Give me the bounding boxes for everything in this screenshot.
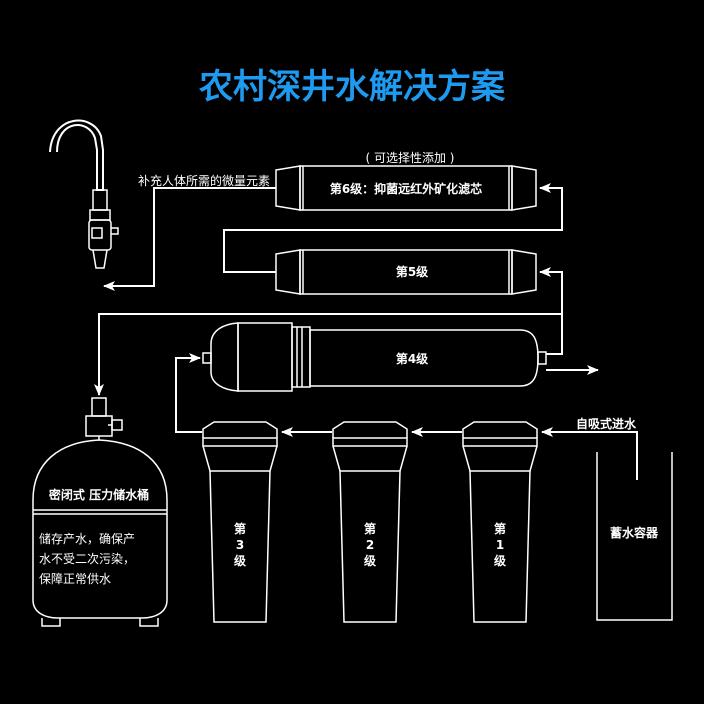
container-label: 蓄水容器	[610, 525, 659, 540]
stage-1-label-line-2: 1	[496, 538, 504, 552]
page-title: 农村深井水解决方案	[199, 67, 506, 107]
filter-stage-5	[275, 249, 537, 295]
self-priming-label: 自吸式进水	[576, 416, 637, 431]
faucet-icon	[49, 119, 119, 269]
stage-3-label-line-1: 第	[234, 521, 246, 536]
pressure-tank	[32, 397, 168, 627]
stage-5-label: 第5级	[396, 264, 428, 279]
tank-desc-line-3: 保障正常供水	[39, 571, 111, 586]
stage-3-label-line-3: 级	[234, 553, 246, 568]
stage-3-label-line-2: 3	[236, 538, 244, 552]
stage-6-label: 第6级：抑菌远红外矿化滤芯	[330, 181, 482, 196]
trace-elements-label: 补充人体所需的微量元素	[138, 173, 270, 188]
filter-stage-6	[275, 165, 537, 211]
stage-2-label-line-2: 2	[366, 538, 374, 552]
tank-title: 密闭式 压力储水桶	[49, 487, 149, 502]
stage-2-label-line-1: 第	[364, 521, 376, 536]
filter-stage-3	[202, 421, 278, 623]
filter-stage-2	[332, 421, 408, 623]
flow-pipes	[94, 183, 638, 480]
filter-stage-4	[202, 322, 547, 392]
optional-label: ( 可选择性添加 )	[366, 151, 455, 165]
filter-stage-1	[462, 421, 538, 623]
tank-desc-line-1: 储存产水，确保产	[39, 531, 135, 546]
stage-1-label-line-3: 级	[494, 553, 506, 568]
stage-2-label-line-3: 级	[364, 553, 376, 568]
tank-desc-line-2: 水不受二次污染，	[39, 551, 135, 566]
stage-1-label-line-1: 第	[494, 521, 506, 536]
storage-container	[596, 452, 673, 621]
stage-4-label: 第4级	[396, 351, 428, 366]
